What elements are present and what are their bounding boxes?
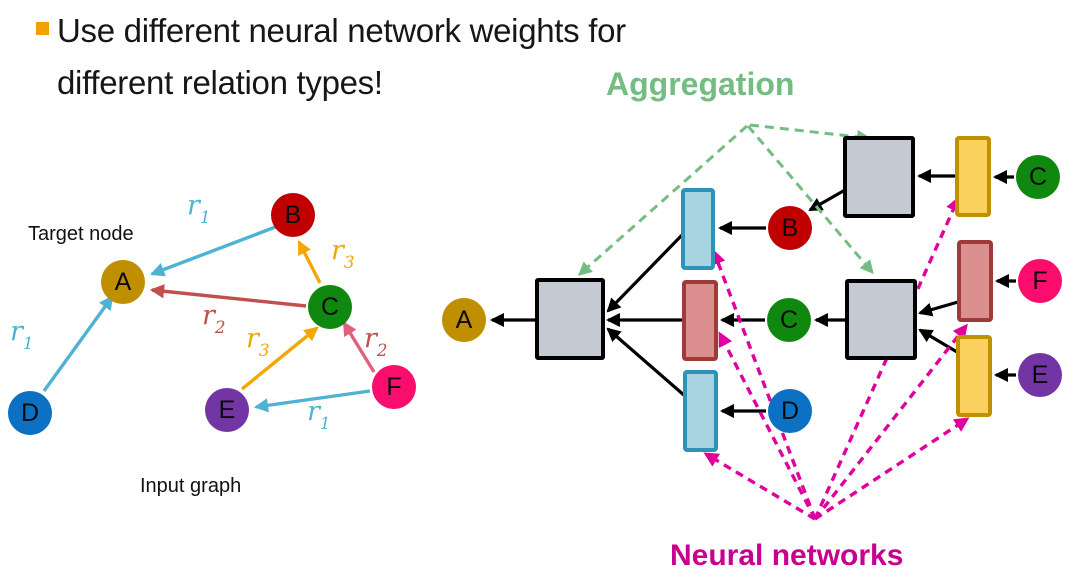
aggregation-box-c — [845, 279, 917, 360]
aggregation-pointer-arrows — [577, 123, 874, 276]
headline-line2: different relation types! — [57, 64, 383, 101]
nn-rect-r3-from-c — [955, 136, 991, 217]
node-f-label: F — [1032, 266, 1048, 295]
comp-node-f-input: F — [1018, 259, 1062, 303]
input-node-a: A — [101, 260, 145, 304]
relation-label-r3-cb: r3 — [331, 235, 355, 273]
arrow-nn1-to-agg1 — [606, 232, 685, 313]
neural-networks-label: Neural networks — [670, 539, 904, 572]
nn-rect-r2-from-f — [957, 240, 993, 322]
input-graph-edges — [42, 224, 376, 413]
edge-r3-e-to-c — [240, 326, 319, 391]
input-node-d: D — [8, 391, 52, 435]
edge-r1-f-to-e — [253, 389, 371, 413]
neural-network-pointer-arrows — [703, 196, 970, 521]
nn-rect-r2-from-c — [682, 280, 718, 361]
nn-pointer-1 — [703, 452, 816, 521]
input-node-b: B — [271, 193, 315, 237]
arrow-nn6-to-agg3 — [918, 328, 958, 354]
relation-label-r1-fe: r1 — [307, 396, 331, 434]
edge-r1-d-to-a — [42, 295, 114, 392]
node-b-label: B — [284, 200, 302, 229]
node-b-label: B — [781, 213, 799, 242]
nn-rect-r1-from-d — [683, 370, 718, 452]
comp-node-c-input: C — [1016, 155, 1060, 199]
aggregation-label: Aggregation — [606, 66, 795, 102]
aggregation-box-target — [535, 278, 605, 360]
node-e-label: E — [1031, 360, 1049, 389]
arrow-nn3-to-agg1 — [606, 327, 687, 398]
nn-pointer-3 — [718, 331, 817, 520]
input-node-f: F — [372, 365, 416, 409]
comp-node-d: D — [768, 389, 812, 433]
relation-label-r2-ca: r2 — [202, 300, 226, 338]
comp-node-c: C — [767, 298, 811, 342]
relation-label-r1-da: r1 — [10, 316, 34, 354]
input-graph-caption: Input graph — [140, 475, 242, 497]
nn-rect-r1-from-b — [681, 188, 715, 270]
nn-pointer-2 — [711, 249, 817, 520]
relation-label-r2-fc: r2 — [364, 323, 388, 361]
target-node-label: Target node — [28, 223, 134, 245]
bullet-square-icon — [36, 22, 49, 35]
node-f-label: F — [386, 372, 402, 401]
agg-pointer-left — [577, 124, 748, 276]
relation-label-r1-ba: r1 — [187, 190, 211, 228]
node-d-label: D — [780, 396, 800, 425]
edge-r3-c-to-b — [297, 240, 322, 284]
nn-rect-r3-from-e — [956, 335, 992, 417]
node-c-label: C — [320, 292, 340, 321]
node-c-label: C — [1028, 162, 1048, 191]
edge-r2-c-to-a — [149, 284, 307, 308]
input-node-e: E — [205, 388, 249, 432]
agg-pointer-top — [749, 123, 871, 144]
edge-r2-f-to-c — [342, 321, 376, 373]
node-a-label: A — [114, 267, 132, 296]
arrow-nn5-to-agg3 — [917, 300, 959, 317]
headline-line1: Use different neural network weights for — [57, 12, 626, 49]
node-a-label: A — [455, 305, 473, 334]
edge-r1-b-to-a — [149, 224, 279, 277]
computation-graph-arrows — [489, 168, 1016, 419]
comp-node-a: A — [442, 298, 486, 342]
aggregation-box-b — [843, 136, 915, 218]
relation-label-r3-ec: r3 — [246, 323, 270, 361]
input-node-c: C — [308, 285, 352, 329]
nn-pointer-6 — [814, 417, 970, 521]
agg-pointer-right — [746, 125, 874, 275]
node-c-label: C — [779, 305, 799, 334]
comp-node-b: B — [768, 206, 812, 250]
node-d-label: D — [20, 398, 40, 427]
node-e-label: E — [218, 395, 236, 424]
comp-node-e-input: E — [1018, 353, 1062, 397]
